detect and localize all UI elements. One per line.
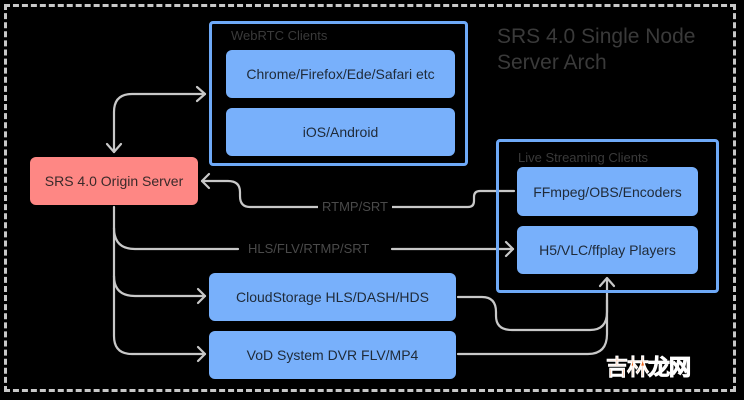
arrowhead-players-bottom: [598, 276, 616, 288]
node-origin-label: SRS 4.0 Origin Server: [44, 173, 184, 189]
node-browsers-label: Chrome/Firefox/Ede/Safari etc: [246, 66, 435, 82]
edge-delivery-1: [112, 226, 240, 251]
live-group-label: Live Streaming Clients: [518, 150, 649, 165]
node-encoders[interactable]: FFmpeg/OBS/Encoders: [517, 167, 698, 216]
arrowhead-players: [504, 240, 515, 258]
edge-ingest-2: [200, 179, 320, 209]
arrowhead-vod: [196, 345, 207, 363]
arrowhead-webrtc: [195, 85, 207, 103]
diagram-title: SRS 4.0 Single Node Server Arch: [497, 24, 695, 76]
node-cloudstorage-label: CloudStorage HLS/DASH/HDS: [236, 289, 429, 305]
edge-cloud-to-players: [456, 278, 609, 332]
edge-label-delivery: HLS/FLV/RTMP/SRT: [244, 241, 374, 256]
arrowhead-origin-top: [105, 142, 123, 154]
watermark-part-1: 吉林: [606, 355, 650, 381]
node-vod-system[interactable]: VoD System DVR FLV/MP4: [209, 331, 456, 379]
webrtc-group-label: WebRTC Clients: [231, 28, 328, 43]
node-vod-label: VoD System DVR FLV/MP4: [246, 347, 419, 363]
title-line-2: Server Arch: [497, 51, 607, 74]
node-mobile[interactable]: iOS/Android: [226, 108, 455, 156]
node-encoders-label: FFmpeg/OBS/Encoders: [533, 183, 682, 200]
watermark-part-2: 龙网: [648, 355, 692, 381]
webrtc-clients-group: [209, 21, 468, 166]
node-mobile-label: iOS/Android: [302, 124, 379, 140]
edge-origin-webrtc: [112, 92, 207, 154]
edge-label-ingest: RTMP/SRT: [318, 199, 392, 214]
edge-ingest: [368, 189, 516, 209]
edge-trunk: [112, 205, 207, 356]
title-line-1: SRS 4.0 Single Node: [497, 25, 696, 48]
node-players[interactable]: H5/VLC/ffplay Players: [517, 226, 698, 274]
diagram-frame: [4, 4, 736, 392]
arrowhead-origin-right: [200, 172, 211, 190]
node-browsers[interactable]: Chrome/Firefox/Ede/Safari etc: [226, 50, 455, 98]
live-streaming-clients-group: [496, 139, 719, 293]
node-origin-server[interactable]: SRS 4.0 Origin Server: [30, 157, 198, 205]
edge-cloudstorage: [112, 274, 207, 298]
watermark: 吉林龙网: [606, 350, 692, 382]
node-cloudstorage[interactable]: CloudStorage HLS/DASH/HDS: [209, 273, 456, 321]
arrowhead-cloudstorage: [196, 287, 207, 305]
node-players-label: H5/VLC/ffplay Players: [539, 242, 676, 258]
edge-vod-to-players: [456, 298, 609, 356]
